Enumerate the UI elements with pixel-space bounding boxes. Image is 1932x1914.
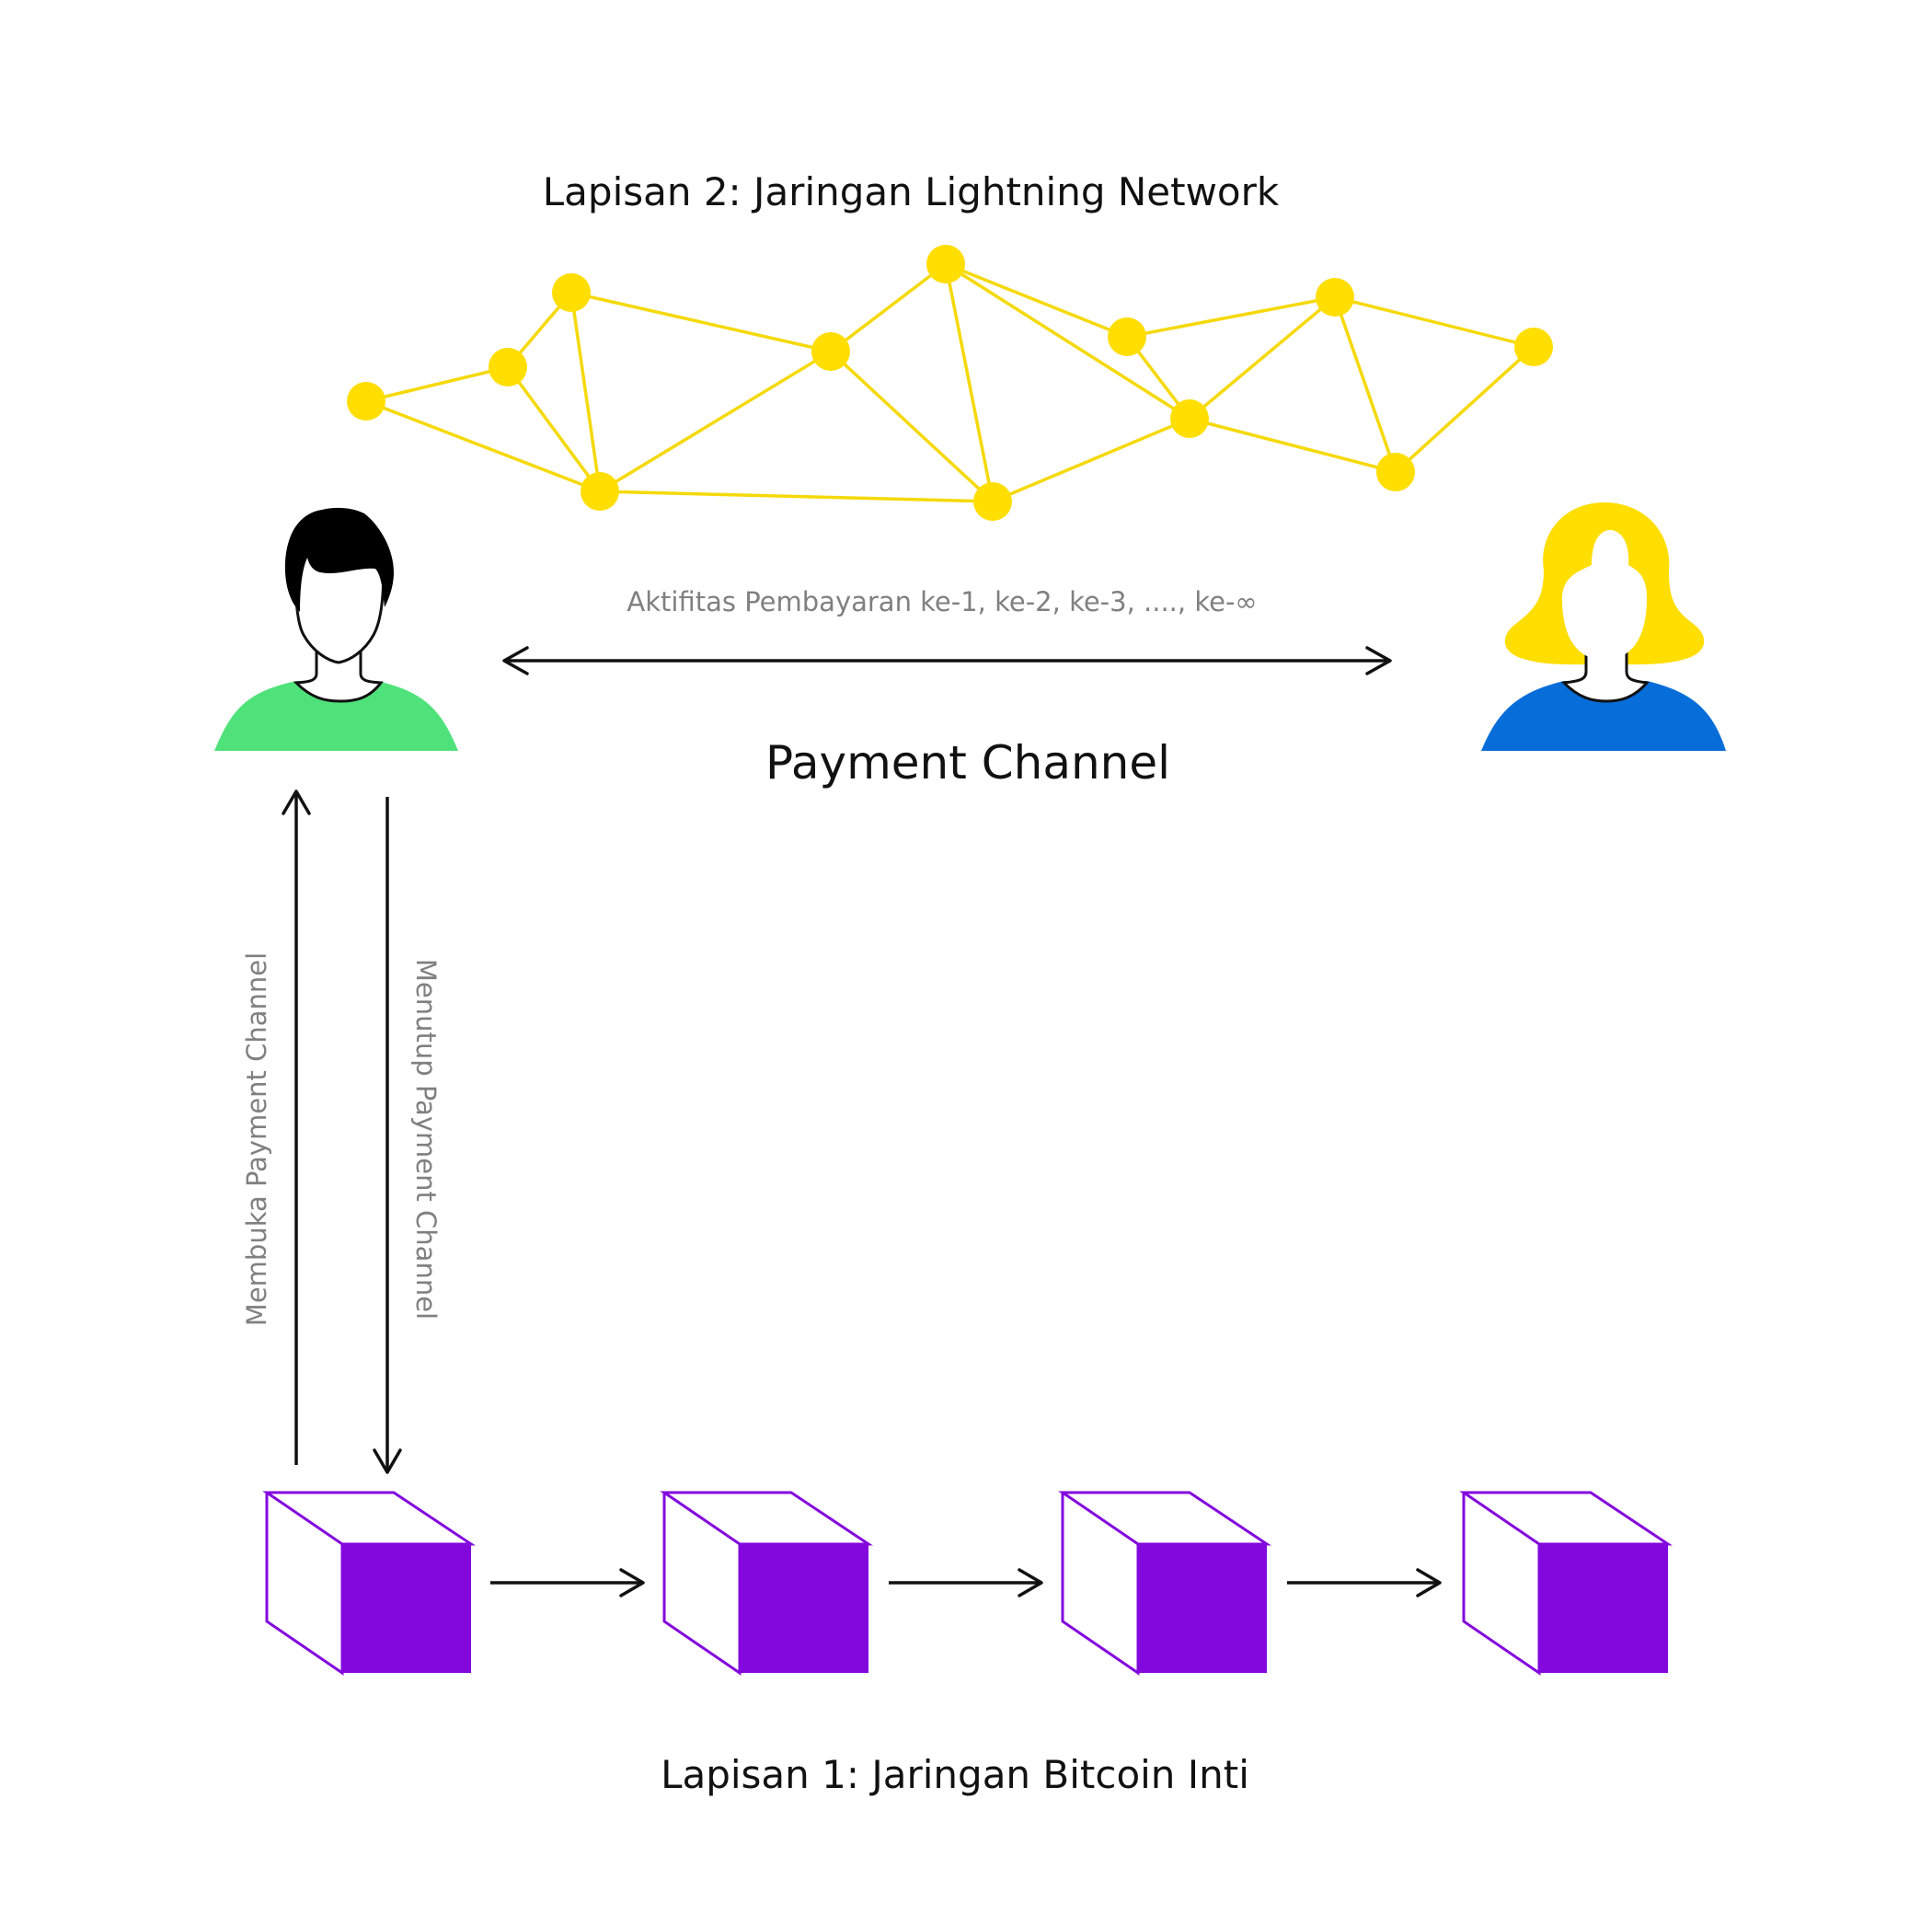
network-nodes xyxy=(347,245,1553,521)
close-channel-label: Menutup Payment Channel xyxy=(410,959,442,1320)
payment-channel-label: Payment Channel xyxy=(765,736,1170,790)
bitcoin-block-icon xyxy=(660,1491,873,1676)
bitcoin-block-icon xyxy=(262,1491,476,1676)
lightning-network-graph xyxy=(347,245,1553,521)
network-edges xyxy=(365,262,1535,503)
block-link-arrow xyxy=(889,1568,1043,1597)
right-user-shirt xyxy=(1481,681,1726,751)
network-node xyxy=(552,273,591,312)
left-user-hair xyxy=(284,507,394,612)
network-node xyxy=(1514,328,1553,366)
right-user-face xyxy=(1562,530,1647,661)
network-node xyxy=(926,245,965,283)
close-channel-arrow xyxy=(373,797,402,1474)
left-user-shirt xyxy=(214,681,458,751)
block-link-arrow xyxy=(490,1568,645,1597)
layer1-title: Lapisan 1: Jaringan Bitcoin Inti xyxy=(661,1752,1249,1797)
network-node xyxy=(1170,399,1209,438)
right-user-neck xyxy=(1560,644,1650,703)
bitcoin-block-icon xyxy=(1058,1491,1271,1676)
network-node xyxy=(811,332,850,371)
male-user-avatar xyxy=(214,507,458,751)
payment-activity-label: Aktifitas Pembayaran ke-1, ke-2, ke-3, .… xyxy=(627,586,1257,617)
network-node xyxy=(581,472,619,511)
layer2-title: Lapisan 2: Jaringan Lightning Network xyxy=(543,169,1280,214)
payment-activity-arrow xyxy=(502,646,1392,675)
network-node xyxy=(1376,453,1415,491)
network-node xyxy=(1316,278,1354,317)
left-user-neck xyxy=(293,648,384,703)
network-node xyxy=(347,382,385,421)
network-node xyxy=(1108,317,1146,356)
block-link-arrow xyxy=(1287,1568,1442,1597)
network-node xyxy=(489,348,527,386)
open-channel-arrow xyxy=(282,790,311,1465)
left-user-face xyxy=(293,550,385,664)
open-channel-label: Membuka Payment Channel xyxy=(241,952,272,1326)
bitcoin-blockchain xyxy=(262,1491,1673,1676)
network-node xyxy=(973,482,1012,521)
female-user-avatar xyxy=(1481,502,1726,751)
bitcoin-block-icon xyxy=(1459,1491,1673,1676)
